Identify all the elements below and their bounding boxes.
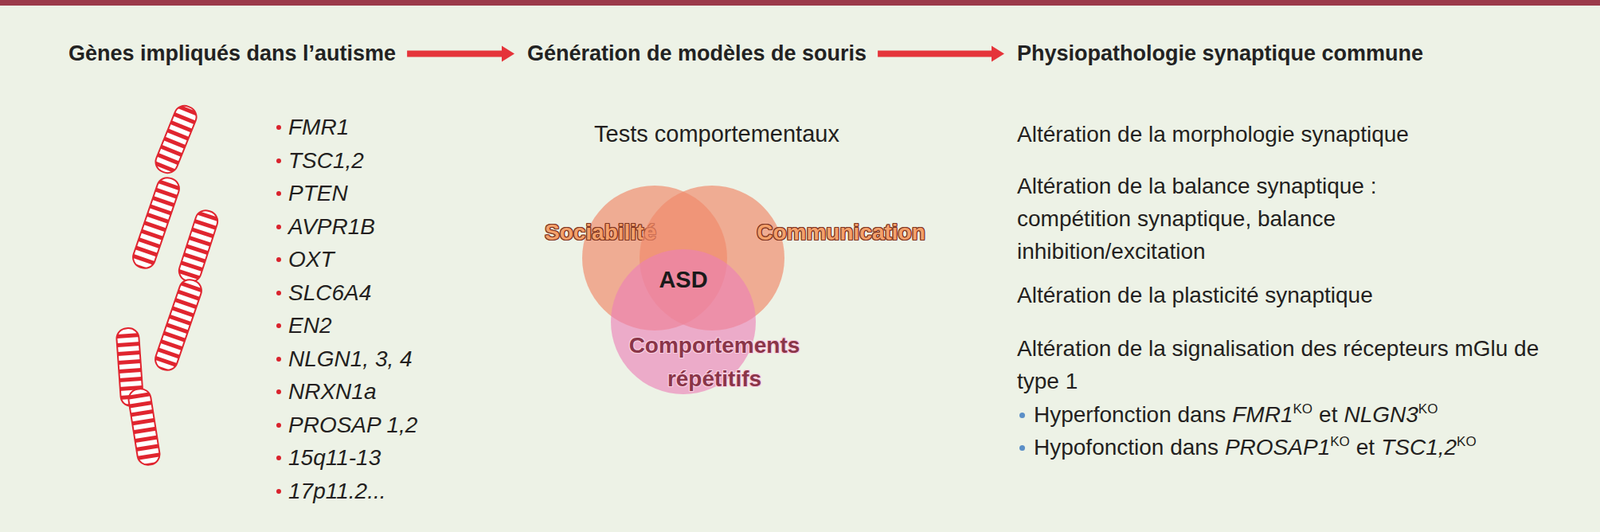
gene-name: OXT [288, 246, 335, 274]
arrow-shaft [406, 50, 502, 58]
bullet-dot [276, 191, 282, 196]
label-anchor: ASD [658, 266, 708, 294]
label-anchor: TSC1,2 [288, 147, 364, 175]
venn-center-label: ASD [658, 266, 708, 294]
flow-arrow [406, 46, 515, 63]
label-anchor: 17p11.2... [288, 477, 386, 505]
bullet-text: Hyperfonction dans [1033, 402, 1226, 427]
bullet-dot [276, 257, 282, 263]
finding-text: Altération de la balance synaptique : co… [1017, 169, 1495, 268]
bullet-dot [276, 158, 282, 164]
label-anchor: PROSAP 1,2 [288, 411, 418, 439]
column-heading: Génération de modèles de souris [527, 41, 867, 67]
bullet-text: KO [1330, 434, 1350, 450]
finding-text: Altération de la signalisation des récep… [1017, 332, 1559, 398]
gene-name: NLGN1, 3, 4 [288, 345, 413, 373]
bullet-dot [276, 125, 282, 130]
gene-name: FMR1 [288, 113, 349, 141]
bullet-text: KO [1456, 434, 1477, 450]
heading-text: Génération de modèles de souris [527, 41, 867, 67]
circle-label: Comportements répétitifs [606, 328, 822, 396]
label-anchor: Comportements répétitifs [606, 328, 822, 396]
label-anchor: Altération de la plasticité synaptique [1017, 278, 1374, 312]
gene-name: PTEN [288, 179, 349, 208]
gene-name: PROSAP 1,2 [288, 411, 418, 439]
bullet-dot [276, 455, 282, 461]
label-anchor: Hypofonction dansPROSAP1KOetTSC1,2KO [1033, 430, 1477, 467]
label-anchor: PTEN [288, 179, 349, 208]
bullet-text: TSC1,2 [1380, 434, 1457, 460]
heading-text: Physiopathologie synaptique commune [1017, 41, 1424, 67]
chromosome-illustration [116, 102, 221, 467]
label-anchor: Hyperfonction dansFMR1KOetNLGN3KO [1033, 398, 1438, 435]
bullet-dot [276, 323, 282, 329]
gene-name: 17p11.2... [288, 477, 386, 505]
bullet-dot [276, 356, 282, 362]
gene-name: 15q11-13 [288, 444, 381, 472]
bullet-text: PROSAP1 [1224, 434, 1331, 460]
arrow-head [991, 46, 1005, 63]
label-anchor: AVPR1B [288, 213, 376, 241]
label-anchor: Altération de la morphologie synaptique [1017, 117, 1409, 151]
bullet-text: KO [1418, 401, 1439, 417]
label-anchor: Altération de la balance synaptique : co… [1017, 169, 1495, 268]
label-anchor: FMR1 [288, 113, 349, 141]
bullet-dot [1019, 412, 1025, 419]
test-heading: Tests comportementaux [594, 121, 840, 148]
arrow-shaft [877, 50, 992, 58]
gene-name: TSC1,2 [288, 147, 364, 175]
label-anchor: Altération de la signalisation des récep… [1017, 332, 1559, 398]
label-anchor: OXT [288, 246, 335, 274]
heading-text: Gènes impliqués dans l’autisme [68, 41, 396, 67]
bullet-dot [276, 389, 282, 395]
label-anchor: SLC6A4 [288, 279, 372, 307]
bullet-text: FMR1 [1232, 402, 1293, 427]
top-bar [0, 0, 1600, 6]
column-heading: Physiopathologie synaptique commune [1017, 41, 1424, 67]
gene-name: EN2 [288, 312, 332, 340]
bullet-text: Hypofonction dans [1033, 434, 1219, 460]
label-anchor: Sociabilité [544, 215, 657, 250]
bullet-dot [276, 290, 282, 296]
gene-name: NRXN1a [288, 378, 376, 406]
label-anchor: Tests comportementaux [594, 121, 840, 148]
gene-name: SLC6A4 [288, 279, 372, 307]
label-anchor: NLGN1, 3, 4 [288, 345, 413, 373]
arrow-head [501, 46, 515, 63]
bullet-dot [276, 488, 282, 494]
bullet-dot [276, 224, 282, 230]
flow-arrow [877, 46, 1005, 63]
bullet-dot [276, 422, 282, 428]
gene-name: AVPR1B [288, 213, 376, 241]
bullet-text: et [1356, 434, 1375, 460]
label-anchor: 15q11-13 [288, 444, 381, 472]
bullet-dot [1019, 445, 1025, 451]
label-anchor: NRXN1a [288, 378, 376, 406]
finding-text: Altération de la plasticité synaptique [1017, 278, 1374, 312]
circle-label: Sociabilité [544, 215, 657, 250]
circle-label: Communication [756, 215, 926, 250]
finding-text: Altération de la morphologie synaptique [1017, 117, 1409, 151]
bullet-text: KO [1293, 401, 1314, 417]
label-anchor: Communication [756, 215, 926, 250]
label-anchor: EN2 [288, 312, 332, 340]
column-heading: Gènes impliqués dans l’autisme [68, 41, 396, 67]
bullet-text: et [1318, 402, 1338, 427]
bullet-text: NLGN3 [1343, 402, 1418, 427]
